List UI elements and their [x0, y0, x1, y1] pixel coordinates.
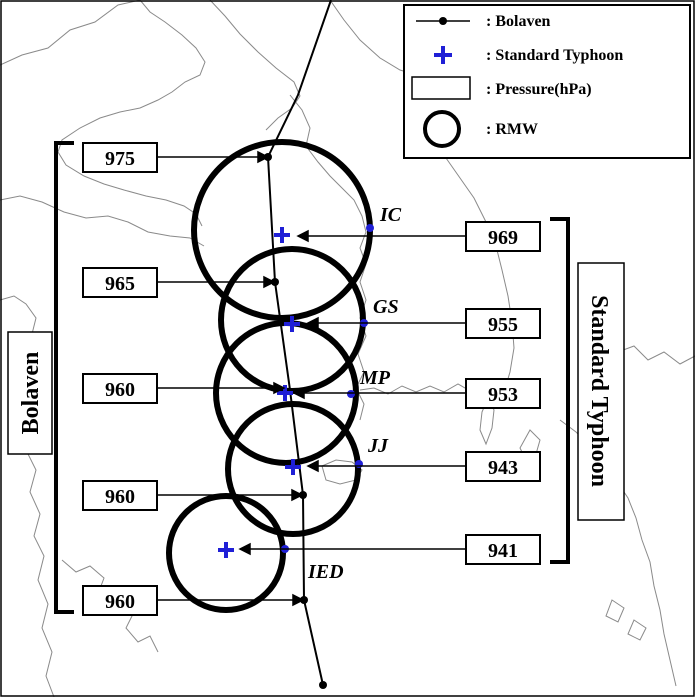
standard-pressure-label: 969 — [488, 227, 518, 249]
standard-bracket-label: Standard Typhoon — [586, 295, 612, 487]
standard-pressure-label: 955 — [488, 314, 518, 336]
station-label-ied: IED — [307, 561, 344, 583]
station-point-ic — [366, 224, 374, 232]
box-icon — [411, 76, 471, 100]
station-labels: IC GS MP JJ IED — [307, 204, 402, 583]
bolaven-pressure-label: 960 — [105, 591, 135, 613]
bolaven-arrows — [157, 150, 305, 607]
station-label-mp: MP — [359, 367, 391, 389]
bolaven-track-line — [266, 0, 332, 686]
legend-label-standard: : Standard Typhoon — [486, 47, 623, 64]
coast-china-north — [0, 0, 206, 227]
station-point-jj — [355, 460, 363, 468]
bolaven-pressure-label: 960 — [105, 379, 135, 401]
coast-shandong — [0, 195, 205, 247]
plus-icon — [285, 459, 301, 475]
circle-icon — [423, 110, 461, 148]
legend-label-rmw: : RMW — [486, 121, 538, 138]
station-label-gs: GS — [373, 296, 399, 318]
legend-label-bolaven: : Bolaven — [486, 13, 551, 30]
standard-pressure-boxes: 969 955 953 943 941 — [465, 221, 541, 565]
coast-korea-east — [429, 139, 515, 393]
coast-liaodong — [209, 0, 301, 131]
bolaven-pressure-boxes: 975 965 960 960 960 — [82, 142, 158, 616]
legend-label-pressure: : Pressure(hPa) — [486, 81, 592, 98]
rmw-circle-ied — [166, 493, 286, 613]
track-point — [319, 681, 327, 689]
bolaven-pressure-label: 960 — [105, 486, 135, 508]
coast-china-east — [0, 295, 55, 697]
standard-pressure-label: 941 — [488, 540, 518, 562]
standard-bracket: Standard Typhoon — [550, 217, 625, 564]
bolaven-track-points — [264, 153, 327, 689]
plus-icon — [274, 227, 290, 243]
rmw-circle-jj — [225, 401, 361, 537]
standard-pressure-label: 943 — [488, 457, 518, 479]
plus-icon — [434, 46, 452, 64]
coast-tsushima — [479, 396, 495, 446]
track-dot-icon-dot — [439, 17, 447, 25]
station-label-jj: JJ — [367, 435, 389, 457]
bolaven-bracket: Bolaven — [7, 141, 74, 614]
plus-icon — [284, 316, 300, 332]
station-point-mp — [347, 390, 355, 398]
rmw-circles — [166, 139, 373, 613]
standard-arrows — [238, 229, 466, 556]
bolaven-pressure-label: 975 — [105, 148, 135, 170]
coast-korea-west — [289, 94, 367, 421]
bolaven-bracket-label: Bolaven — [18, 352, 44, 435]
legend: : Bolaven : Standard Typhoon : Pressure(… — [403, 4, 691, 159]
plus-icon — [218, 542, 234, 558]
station-label-ic: IC — [379, 204, 402, 226]
bolaven-pressure-label: 965 — [105, 273, 135, 295]
standard-pressure-label: 953 — [488, 384, 518, 406]
